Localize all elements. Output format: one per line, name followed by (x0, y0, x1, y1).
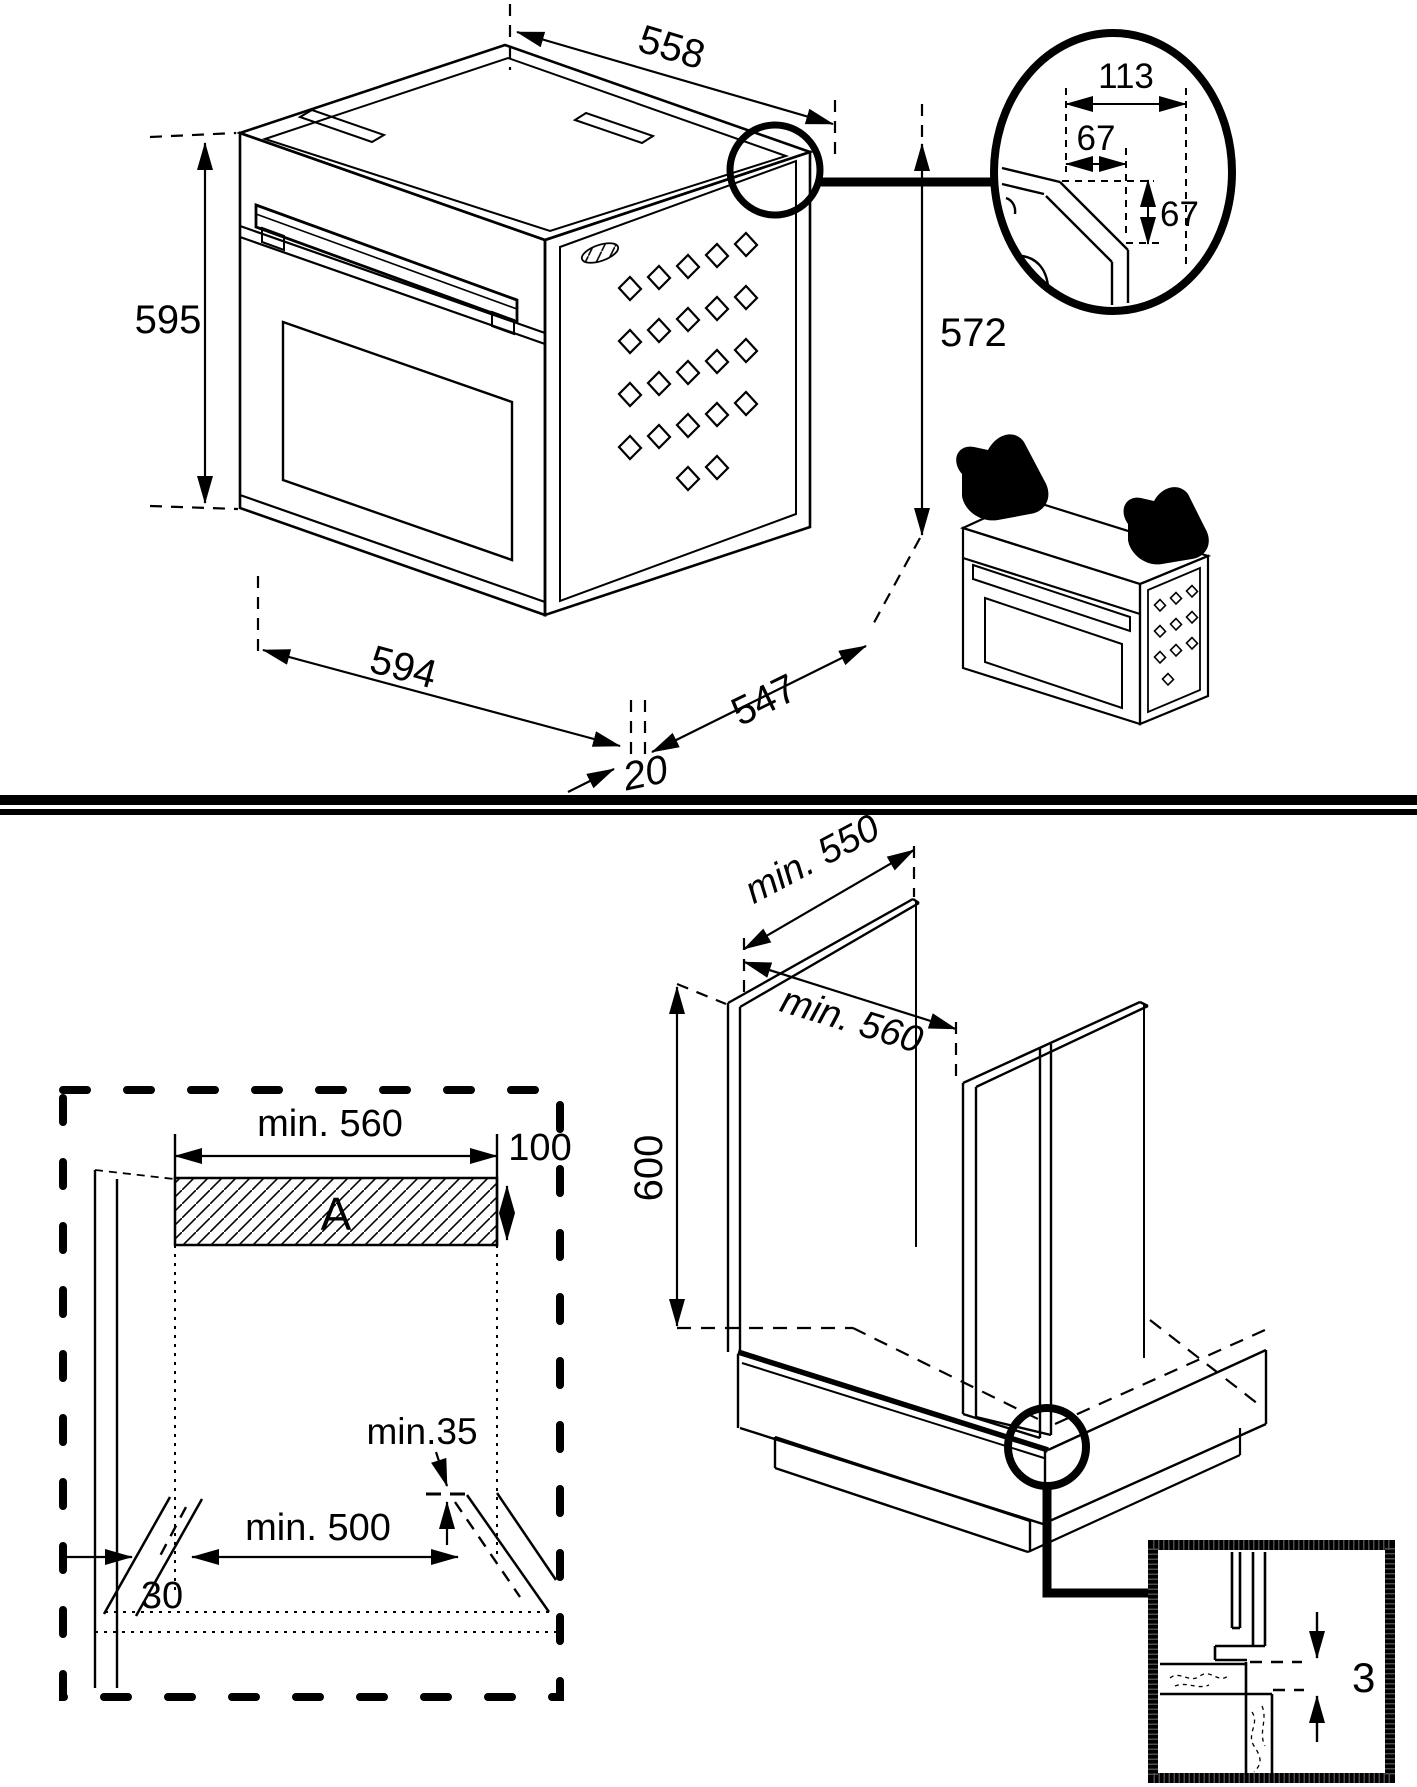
dim-547: 547 (643, 645, 867, 762)
oven-front-face (238, 131, 547, 617)
oven-mitt-left-icon (956, 434, 1049, 521)
cabinet-right-panel (961, 1000, 1149, 1440)
dim-558: 558 (508, 4, 837, 158)
dim-3: 3 (1309, 1612, 1375, 1742)
oven-mitt-right-icon (1123, 487, 1209, 565)
gap-detail-connector (1042, 1487, 1151, 1598)
dim-min560-niche-label: min. 560 (257, 1103, 403, 1145)
oven-side-face (543, 150, 812, 617)
corner-detail-circle: 113 67 67 (726, 29, 1236, 315)
dim-20: 20 (567, 747, 672, 800)
dim-min-560-niche: min. 560 (173, 1103, 499, 1247)
vent-area-label: A (321, 1188, 352, 1240)
side-vent-icon (580, 242, 620, 264)
corner-detail-dim-67-horizontal: 67 (1065, 119, 1127, 238)
dim-min-35: min.35 (366, 1411, 478, 1545)
dim-min550-label: min. 550 (738, 807, 886, 913)
oven-top-grip-slot (297, 108, 387, 144)
cabinet-hidden-edges (852, 1319, 1266, 1426)
oven-door-window (281, 320, 514, 562)
cabinet-isometric-view: 600 min. 550 min. 560 (627, 807, 1268, 1598)
dim-30: 30 (64, 1549, 183, 1617)
dim-min-500: min. 500 (191, 1507, 459, 1565)
gap-detail-circle (1004, 1404, 1090, 1490)
carry-oven-illustration (956, 434, 1212, 726)
cabinet-boards-section (1160, 1662, 1274, 1775)
dim-547-label: 547 (725, 666, 804, 735)
dim-595-label: 595 (135, 298, 202, 342)
section-divider (0, 795, 1417, 815)
niche-dashed-boundary (59, 1086, 564, 1701)
oven-door-handle (254, 203, 519, 336)
dim-100: 100 (499, 1127, 572, 1241)
dim-595: 595 (135, 131, 239, 511)
dim-min-560-cabinet: min. 560 (743, 960, 958, 1082)
detail-zoom-circle (990, 29, 1236, 315)
dim-600-label: 600 (627, 1135, 671, 1202)
oven-top-grip-slot (572, 111, 656, 145)
dim-20-label: 20 (618, 747, 672, 799)
dim-67v-label: 67 (1160, 195, 1199, 234)
dim-3-label: 3 (1352, 1654, 1375, 1701)
dim-67h-label: 67 (1077, 119, 1116, 158)
cabinet-left-panel (726, 897, 920, 1355)
dim-100-label: 100 (508, 1127, 571, 1169)
dim-min-550: min. 550 (738, 807, 916, 1000)
detail-box-border (1148, 1540, 1395, 1783)
dim-min35-label: min.35 (366, 1411, 477, 1452)
oven-top-face (235, 43, 815, 242)
oven-front-profile (1213, 1552, 1267, 1662)
corner-detail-dim-67-vertical: 67 (1062, 179, 1199, 245)
dim-594-label: 594 (365, 638, 441, 698)
oven-isometric-view (235, 43, 815, 617)
dim-min560-cabinet-label: min. 560 (776, 979, 928, 1062)
dim-572-label: 572 (940, 311, 1007, 355)
dim-600: 600 (627, 982, 853, 1330)
side-perforation-pattern (617, 231, 759, 492)
wood-grain-icon (1169, 1673, 1266, 1773)
detail-marker-circle (726, 121, 824, 219)
mini-oven-side-face (1138, 554, 1210, 726)
gap-detail-box: 3 (1148, 1540, 1395, 1783)
corner-detail-dim-113: 113 (1065, 57, 1187, 266)
dim-113-label: 113 (1098, 57, 1154, 96)
dim-572: 572 (869, 104, 1007, 631)
dim-min500-label: min. 500 (245, 1507, 391, 1549)
niche-front-view: A min. 560 100 min.35 (59, 1086, 572, 1701)
cabinet-base (736, 1348, 1268, 1554)
dim-30-label: 30 (141, 1575, 183, 1617)
mini-side-perforation (1153, 584, 1199, 687)
corner-detail-drawing (1001, 166, 1130, 305)
